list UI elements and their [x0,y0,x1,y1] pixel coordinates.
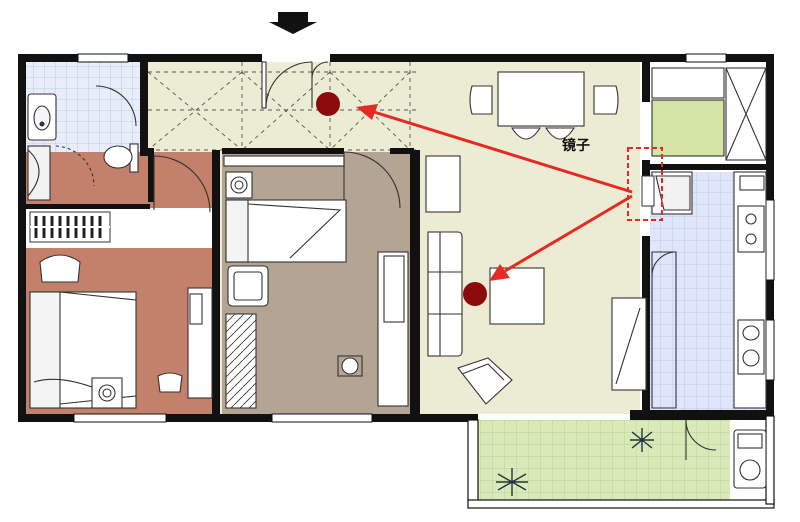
marker-sofa [463,282,487,306]
mirror-icon [641,175,655,207]
master-closet-door [223,151,401,209]
sofa-set [427,231,545,405]
windows [73,53,775,423]
entry-door [261,61,329,109]
arrow-down-icon [269,12,317,34]
kitchen-fixtures [651,171,767,409]
plant-icon [496,428,654,496]
balcony-fixtures [685,419,767,489]
bedroom-furniture [29,254,213,409]
annotation-arrows [356,104,633,281]
balcony-floor [478,420,770,500]
dining-set [469,71,619,140]
bedroom-door [153,155,211,213]
shoe-cabinet [425,155,461,213]
storage-room [651,67,767,161]
tv-stand [611,297,647,391]
mirror-highlight-box [627,147,663,221]
hall-closet [29,211,111,243]
marker-entry [316,92,340,116]
master-bedroom-furniture [225,171,409,409]
mirror-label: 镜子 [562,137,590,154]
bathroom-fixtures [27,85,139,201]
